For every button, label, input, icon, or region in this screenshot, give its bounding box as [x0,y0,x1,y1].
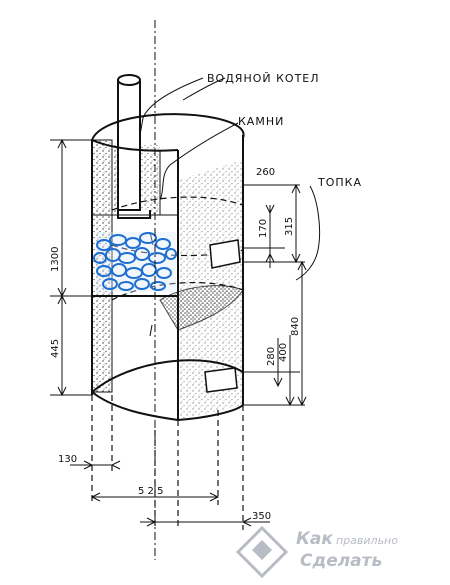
dim-260: 260 [256,167,275,178]
firebox-label: ТОПКА [317,176,362,189]
dim-280: 280 [266,347,277,366]
watermark-word-pravilno: правильно [336,534,398,547]
right-dimensions [243,183,307,407]
stones-fill [93,232,177,292]
dim-350: 350 [252,511,271,522]
leader-lines [139,77,321,281]
watermark-word-sdelat: Сделать [300,551,382,571]
watermark: Как правильно Сделать [235,525,398,579]
dim-400: 400 [278,343,289,362]
center-lines [91,20,244,560]
left-dimensions [50,138,92,397]
bottom-dimensions [70,460,270,527]
dim-1300: 1300 [50,247,61,272]
dim-445: 445 [50,339,61,358]
dim-315: 315 [284,217,295,236]
dim-525: 5 2 5 [138,486,163,497]
watermark-word-kak: Как [296,529,333,549]
dim-170: 170 [258,219,269,238]
stones-label: КАМНИ [238,115,284,128]
dim-840: 840 [290,317,301,336]
watermark-logo-icon [235,525,289,579]
dim-130: 130 [58,454,77,465]
stove-body [91,113,245,421]
water-boiler-label: ВОДЯНОЙ КОТЕЛ [207,72,320,85]
